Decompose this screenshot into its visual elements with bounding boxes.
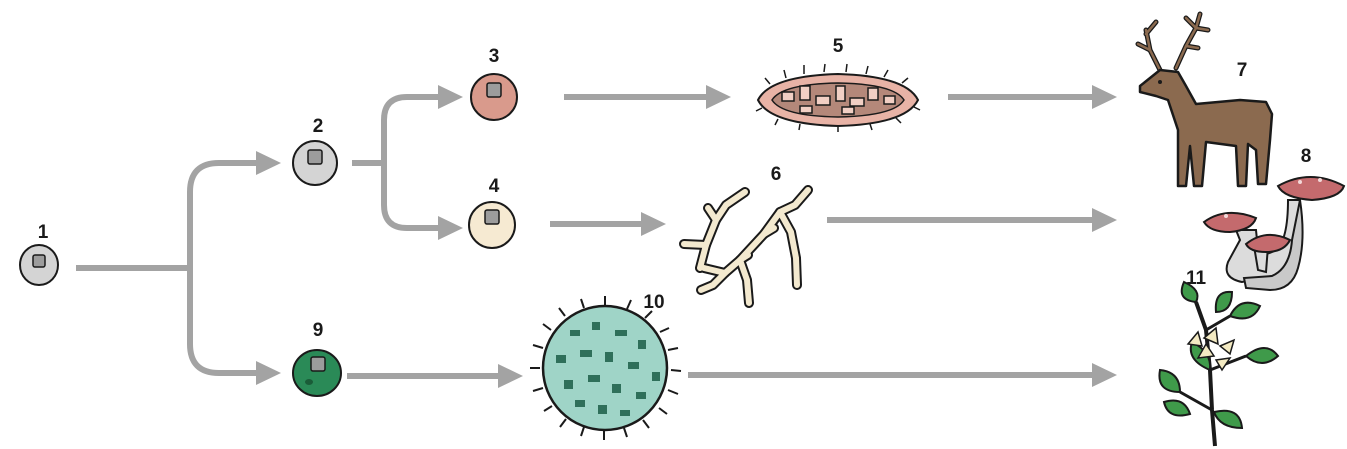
- cell-icon: [469, 202, 515, 248]
- label-8: 8: [1301, 146, 1312, 167]
- sponge-mass-icon: [756, 64, 920, 132]
- hyphae-icon: [684, 190, 808, 303]
- flowering-plant-icon: [1159, 282, 1278, 446]
- label-1: 1: [38, 222, 49, 243]
- label-2: 2: [313, 116, 324, 137]
- label-3: 3: [489, 46, 500, 67]
- cell-icon: [20, 245, 58, 285]
- node-labels: 1 2 3 4 5 6 7 8 9 10 11: [38, 36, 1312, 341]
- cell-3: [471, 74, 517, 120]
- label-4: 4: [489, 176, 500, 197]
- cell-4: [469, 202, 515, 248]
- organism-5: [756, 64, 920, 132]
- label-6: 6: [771, 164, 782, 185]
- organism-10: [530, 296, 681, 440]
- organism-11: [1159, 282, 1278, 446]
- deer-icon: [1138, 14, 1272, 186]
- cell-1: [20, 245, 58, 285]
- organism-6: [684, 190, 808, 303]
- mushroom-icon: [1204, 177, 1344, 290]
- cell-icon: [293, 350, 341, 396]
- cell-2: [293, 141, 337, 185]
- label-7: 7: [1237, 60, 1248, 81]
- label-11: 11: [1186, 268, 1207, 289]
- organism-8: [1204, 177, 1344, 290]
- cell-icon: [471, 74, 517, 120]
- cell-icon: [293, 141, 337, 185]
- organism-7: [1138, 14, 1272, 186]
- label-10: 10: [643, 292, 664, 313]
- label-9: 9: [313, 320, 324, 341]
- algae-colony-icon: [530, 296, 681, 440]
- cell-9: [293, 350, 341, 396]
- label-5: 5: [833, 36, 844, 57]
